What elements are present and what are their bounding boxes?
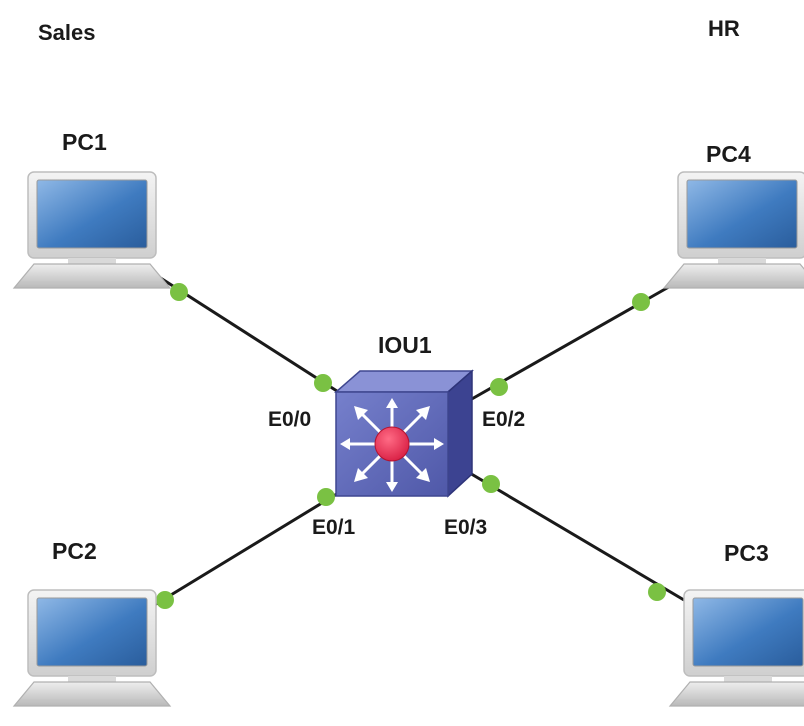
node-label-pc2: PC2 <box>52 538 97 564</box>
node-label-iou1: IOU1 <box>378 332 432 358</box>
switch-center-dot <box>374 426 410 462</box>
link-pc3-iou1 <box>467 470 685 602</box>
pc1-laptop-icon[interactable] <box>13 171 171 289</box>
node-label-pc1: PC1 <box>62 129 107 155</box>
port-label-e03: E0/3 <box>444 516 488 539</box>
pc3-laptop-icon[interactable] <box>669 589 804 707</box>
multilayer-switch-icon[interactable] <box>334 369 474 498</box>
pc2-laptop-icon[interactable] <box>13 589 171 707</box>
port-label-e02: E0/2 <box>482 408 526 431</box>
link-endpoint-pc4 <box>632 293 650 311</box>
group-label-sales: Sales <box>38 20 96 45</box>
link-endpoint-pc3 <box>648 583 666 601</box>
link-endpoint-e03 <box>482 475 500 493</box>
link-endpoint-pc1 <box>170 283 188 301</box>
link-endpoint-e01 <box>317 488 335 506</box>
link-endpoint-e02 <box>490 378 508 396</box>
link-endpoint-pc2 <box>156 591 174 609</box>
node-label-pc3: PC3 <box>724 540 769 566</box>
port-label-e00: E0/0 <box>268 408 312 431</box>
group-label-hr: HR <box>708 16 740 41</box>
node-label-pc4: PC4 <box>706 141 751 167</box>
port-label-e01: E0/1 <box>312 516 356 539</box>
pc4-laptop-icon[interactable] <box>663 171 804 289</box>
link-endpoint-e00 <box>314 374 332 392</box>
